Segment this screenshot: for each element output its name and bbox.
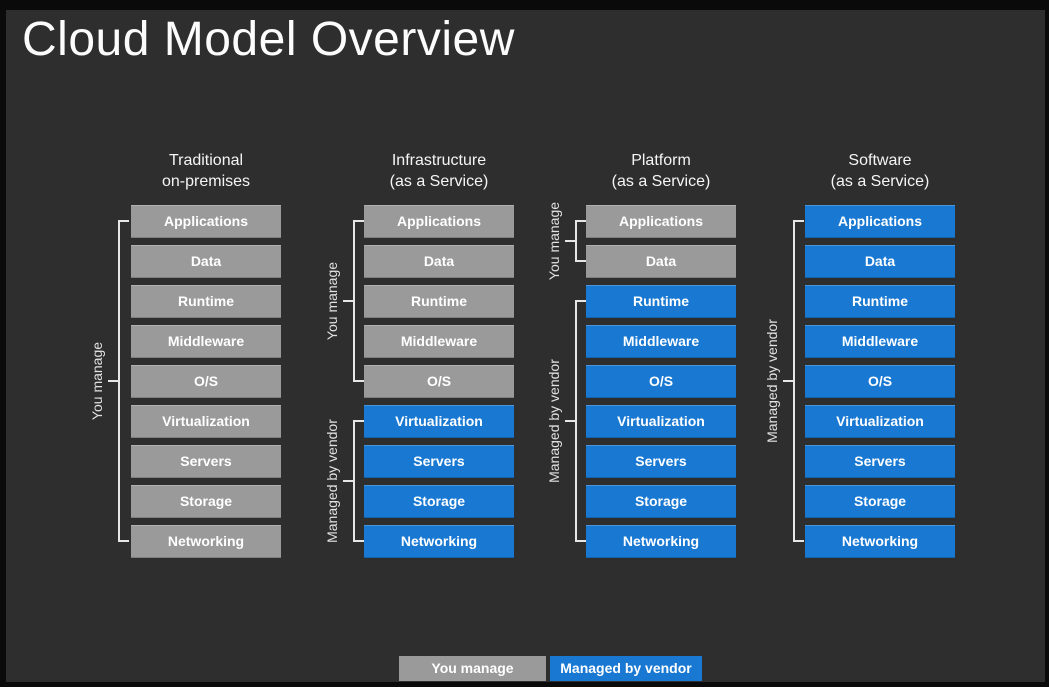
column-header-line2: (as a Service) xyxy=(611,173,711,190)
box-networking: Networking xyxy=(131,525,281,558)
bracket-label: Managed by vendor xyxy=(546,359,562,483)
legend: You manage Managed by vendor xyxy=(399,656,702,681)
box-os: O/S xyxy=(586,365,736,398)
box-runtime: Runtime xyxy=(586,285,736,318)
box-middleware: Middleware xyxy=(586,325,736,358)
legend-managed-by-vendor: Managed by vendor xyxy=(550,656,702,681)
bracket-tick xyxy=(108,380,118,382)
box-storage: Storage xyxy=(586,485,736,518)
bracket-tick xyxy=(565,240,575,242)
box-applications: Applications xyxy=(364,205,514,238)
column-header-line1: Software xyxy=(848,152,912,169)
box-data: Data xyxy=(805,245,955,278)
box-networking: Networking xyxy=(805,525,955,558)
column-header: Platform (as a Service) xyxy=(586,150,736,192)
bracket-managed-by-vendor-saas: Managed by vendor xyxy=(764,220,804,542)
box-virtualization: Virtualization xyxy=(586,405,736,438)
box-networking: Networking xyxy=(364,525,514,558)
bracket-tick xyxy=(343,300,353,302)
column-header-line2: (as a Service) xyxy=(830,173,930,190)
box-data: Data xyxy=(586,245,736,278)
box-virtualization: Virtualization xyxy=(805,405,955,438)
bracket-tick xyxy=(343,480,353,482)
stack: Applications Data Runtime Middleware O/S… xyxy=(364,205,514,558)
bracket-label: You manage xyxy=(324,261,340,341)
box-os: O/S xyxy=(364,365,514,398)
slide-title: Cloud Model Overview xyxy=(22,13,515,66)
box-middleware: Middleware xyxy=(805,325,955,358)
box-storage: Storage xyxy=(364,485,514,518)
box-servers: Servers xyxy=(805,445,955,478)
bracket-label: Managed by vendor xyxy=(764,319,780,443)
column-infrastructure-as-a-service: Infrastructure (as a Service) Applicatio… xyxy=(364,150,514,558)
column-header: Infrastructure (as a Service) xyxy=(364,150,514,192)
column-traditional-on-premises: Traditional on-premises Applications Dat… xyxy=(131,150,281,558)
column-header-line2: on-premises xyxy=(161,173,251,190)
bracket-managed-by-vendor-iaas: Managed by vendor xyxy=(324,419,364,543)
column-header: Traditional on-premises xyxy=(131,150,281,192)
box-middleware: Middleware xyxy=(131,325,281,358)
column-software-as-a-service: Software (as a Service) Applications Dat… xyxy=(805,150,955,558)
box-os: O/S xyxy=(805,365,955,398)
box-applications: Applications xyxy=(131,205,281,238)
column-header-line2: (as a Service) xyxy=(389,173,489,190)
box-runtime: Runtime xyxy=(364,285,514,318)
box-runtime: Runtime xyxy=(805,285,955,318)
bracket-tick xyxy=(565,420,575,422)
box-storage: Storage xyxy=(131,485,281,518)
box-servers: Servers xyxy=(364,445,514,478)
box-storage: Storage xyxy=(805,485,955,518)
box-runtime: Runtime xyxy=(131,285,281,318)
column-header-line1: Platform xyxy=(631,152,691,169)
bracket-managed-by-vendor-paas: Managed by vendor xyxy=(546,300,586,542)
box-networking: Networking xyxy=(586,525,736,558)
column-header-line1: Infrastructure xyxy=(391,152,487,169)
box-virtualization: Virtualization xyxy=(364,405,514,438)
box-virtualization: Virtualization xyxy=(131,405,281,438)
stack: Applications Data Runtime Middleware O/S… xyxy=(805,205,955,558)
column-header: Software (as a Service) xyxy=(805,150,955,192)
box-applications: Applications xyxy=(805,205,955,238)
stack: Applications Data Runtime Middleware O/S… xyxy=(131,205,281,558)
box-data: Data xyxy=(131,245,281,278)
box-os: O/S xyxy=(131,365,281,398)
bracket-you-manage-iaas: You manage xyxy=(324,220,364,382)
column-platform-as-a-service: Platform (as a Service) Applications Dat… xyxy=(586,150,736,558)
bracket-tick xyxy=(783,380,793,382)
bracket-label: You manage xyxy=(546,201,562,281)
column-header-line1: Traditional xyxy=(168,152,244,169)
box-servers: Servers xyxy=(586,445,736,478)
bracket-label: You manage xyxy=(89,341,105,421)
box-data: Data xyxy=(364,245,514,278)
legend-you-manage: You manage xyxy=(399,656,546,681)
box-servers: Servers xyxy=(131,445,281,478)
box-middleware: Middleware xyxy=(364,325,514,358)
stack: Applications Data Runtime Middleware O/S… xyxy=(586,205,736,558)
bracket-label: Managed by vendor xyxy=(324,419,340,543)
bracket-you-manage-traditional: You manage xyxy=(89,220,129,542)
bracket-you-manage-paas: You manage xyxy=(546,202,586,280)
box-applications: Applications xyxy=(586,205,736,238)
